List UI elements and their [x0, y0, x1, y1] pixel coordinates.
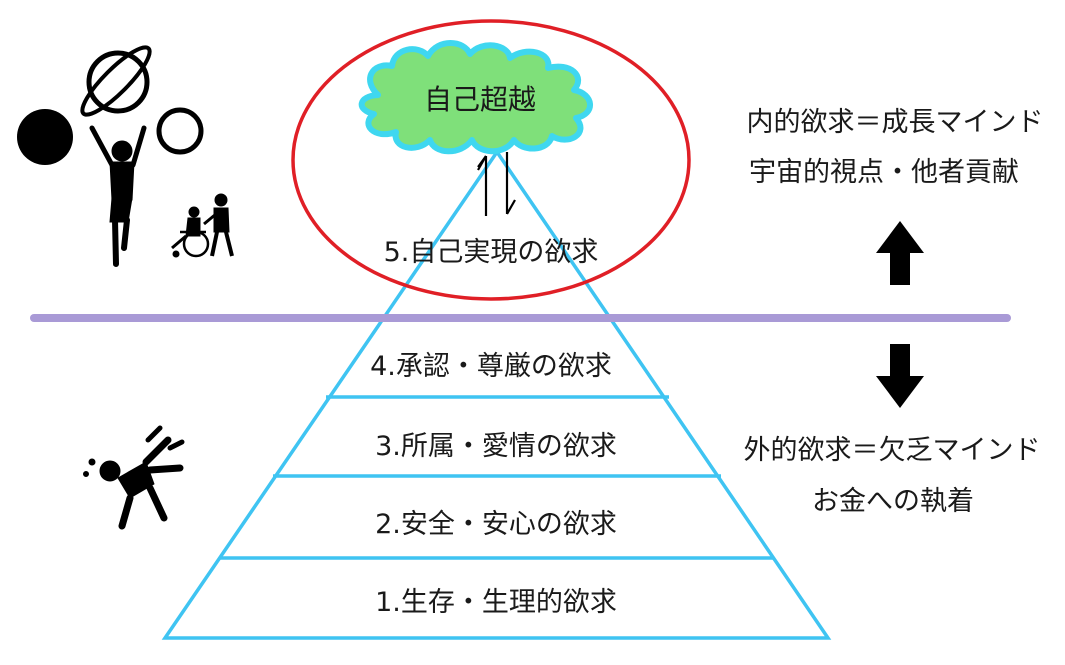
- inner-need-subtitle: 宇宙的視点・他者貢献: [749, 157, 1019, 188]
- level-4-label: 4.承認・尊厳の欲求: [370, 351, 612, 382]
- top-cloud-label: 自己超越: [423, 83, 537, 116]
- cloud-icon: [358, 40, 593, 155]
- ring-planet-icon: [86, 50, 150, 114]
- level-5-label: 5.自己実現の欲求: [383, 237, 599, 268]
- planets-icon: [17, 45, 204, 165]
- pyramid-outline: [161, 148, 832, 640]
- level-1-label: 1.生存・生理的欲求: [375, 587, 617, 618]
- hollow-planet-icon: [156, 107, 204, 155]
- wheelchair-caregiver-icon: [171, 193, 234, 258]
- level-2-label: 2.安全・安心の欲求: [375, 509, 617, 540]
- joyful-person-icon: [89, 125, 147, 267]
- bidirectional-arrows-icon: [477, 152, 516, 216]
- black-sun-icon: [17, 109, 73, 165]
- outer-need-subtitle: お金への執着: [812, 486, 974, 517]
- pyramid: [161, 148, 832, 640]
- outer-need-title: 外的欲求＝欠乏マインド: [743, 435, 1041, 466]
- inner-need-title: 内的欲求＝成長マインド: [746, 107, 1044, 138]
- up-arrow-icon: [876, 221, 924, 285]
- falling-person-icon: [83, 425, 185, 530]
- down-arrow-icon: [876, 344, 924, 408]
- transcendence-ellipse: [291, 19, 691, 301]
- level-3-label: 3.所属・愛情の欲求: [375, 431, 617, 462]
